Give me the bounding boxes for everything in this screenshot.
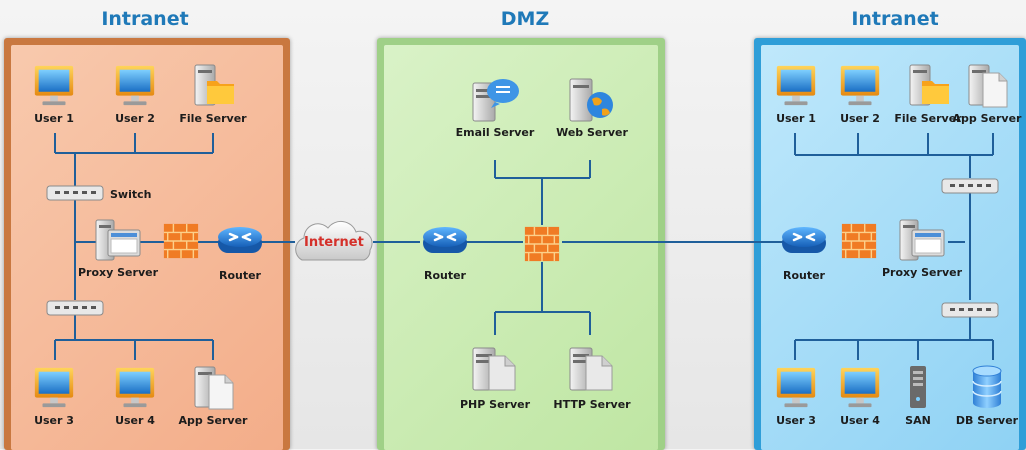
folder-server-icon	[189, 60, 237, 110]
php-server-icon	[469, 340, 521, 396]
dmz-firewall-icon	[523, 224, 561, 264]
left-proxy-server-node[interactable]: Proxy Server	[78, 216, 158, 279]
left-app-server-label: App Server	[178, 414, 248, 427]
right-user1-node[interactable]: User 1	[756, 62, 836, 125]
right-file-server-node[interactable]: File Server	[888, 60, 968, 125]
right-user1-label: User 1	[776, 112, 816, 125]
app-server-icon	[963, 60, 1011, 110]
left-user4-label: User 4	[115, 414, 155, 427]
router-icon	[215, 225, 265, 259]
app-server-icon	[189, 362, 237, 412]
monitor-icon	[31, 364, 77, 412]
http-server-icon	[566, 340, 618, 396]
right-firewall-icon	[840, 222, 878, 260]
right-switch-icon[interactable]	[940, 176, 1000, 196]
right-user4-node[interactable]: User 4	[820, 364, 900, 427]
monitor-icon	[837, 364, 883, 412]
right-user3-node[interactable]: User 3	[756, 364, 836, 427]
dmz-http-server-node[interactable]: HTTP Server	[552, 340, 632, 411]
left-user2-node[interactable]: User 2	[95, 62, 175, 125]
left-user3-label: User 3	[34, 414, 74, 427]
right-user4-label: User 4	[840, 414, 880, 427]
left-zone-title: Intranet	[101, 8, 189, 30]
monitor-icon	[773, 62, 819, 110]
dmz-zone	[377, 38, 665, 450]
proxy-server-icon	[92, 216, 144, 264]
right-san-label: SAN	[905, 414, 931, 427]
monitor-icon	[773, 364, 819, 412]
dmz-router-node[interactable]: Router	[405, 225, 485, 282]
right-proxy-server-label: Proxy Server	[882, 266, 963, 279]
dmz-php-server-node[interactable]: PHP Server	[455, 340, 535, 411]
folder-server-icon	[904, 60, 952, 110]
left-lower-switch-icon[interactable]	[45, 298, 105, 318]
right-san-node[interactable]: SAN	[878, 362, 958, 427]
left-user4-node[interactable]: User 4	[95, 364, 175, 427]
dmz-email-server-label: Email Server	[455, 126, 535, 139]
left-user2-label: User 2	[115, 112, 155, 125]
san-icon	[894, 362, 942, 412]
internet-label: Internet	[304, 235, 364, 250]
dmz-router-label: Router	[423, 269, 466, 282]
left-file-server-label: File Server	[179, 112, 247, 125]
left-router-node[interactable]: Router	[200, 225, 280, 282]
monitor-icon	[837, 62, 883, 110]
left-switch-icon[interactable]	[45, 183, 105, 203]
dmz-http-server-label: HTTP Server	[553, 398, 631, 411]
internet-cloud-icon	[295, 220, 373, 261]
right-user2-node[interactable]: User 2	[820, 62, 900, 125]
right-router-node[interactable]: Router	[764, 225, 844, 282]
right-user3-label: User 3	[776, 414, 816, 427]
right-proxy-server-node[interactable]: Proxy Server	[882, 216, 962, 279]
right-file-server-label: File Server	[894, 112, 962, 125]
email-server-icon	[469, 74, 521, 124]
left-proxy-server-label: Proxy Server	[78, 266, 159, 279]
database-icon	[963, 362, 1011, 412]
dmz-php-server-label: PHP Server	[459, 398, 531, 411]
dmz-zone-title: DMZ	[500, 8, 550, 30]
left-router-label: Router	[218, 269, 261, 282]
right-db-server-node[interactable]: DB Server	[950, 362, 1024, 427]
left-file-server-node[interactable]: File Server	[173, 60, 253, 125]
monitor-icon	[112, 364, 158, 412]
web-server-icon	[566, 74, 618, 124]
left-firewall-icon	[162, 222, 200, 260]
proxy-server-icon	[896, 216, 948, 264]
right-zone-title: Intranet	[851, 8, 939, 30]
left-app-server-node[interactable]: App Server	[173, 362, 253, 427]
left-user1-node[interactable]: User 1	[14, 62, 94, 125]
right-db-server-label: DB Server	[955, 414, 1019, 427]
dmz-web-server-node[interactable]: Web Server	[552, 74, 632, 139]
right-router-label: Router	[782, 269, 825, 282]
right-app-server-label: App Server	[952, 112, 1022, 125]
right-app-server-node[interactable]: App Server	[950, 60, 1024, 125]
dmz-email-server-node[interactable]: Email Server	[455, 74, 535, 139]
left-switch-label: Switch	[110, 188, 152, 201]
left-user3-node[interactable]: User 3	[14, 364, 94, 427]
dmz-web-server-label: Web Server	[556, 126, 628, 139]
right-user2-label: User 2	[840, 112, 880, 125]
right-lower-switch-icon[interactable]	[940, 300, 1000, 320]
monitor-icon	[112, 62, 158, 110]
router-icon	[779, 225, 829, 259]
monitor-icon	[31, 62, 77, 110]
router-icon	[420, 225, 470, 259]
left-user1-label: User 1	[34, 112, 74, 125]
